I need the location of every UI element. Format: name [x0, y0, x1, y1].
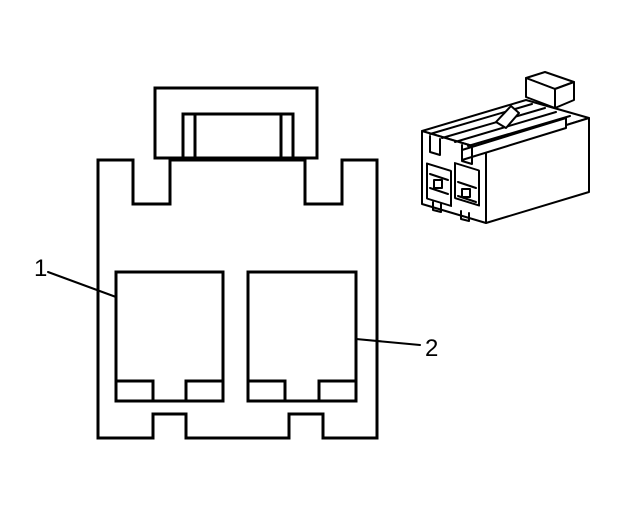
callout-2-label: 2: [425, 335, 438, 362]
locking-tab-inner: [181, 112, 295, 160]
callout-1: 1: [34, 255, 117, 298]
callout-2: 2: [355, 335, 438, 362]
connector-front-view: [96, 86, 379, 440]
terminal-cavity-2: [246, 270, 358, 403]
terminal-cavity-1: [114, 270, 225, 403]
callout-1-label: 1: [34, 255, 47, 282]
connector-isometric-view: [421, 71, 590, 224]
connector-body: [96, 158, 379, 440]
